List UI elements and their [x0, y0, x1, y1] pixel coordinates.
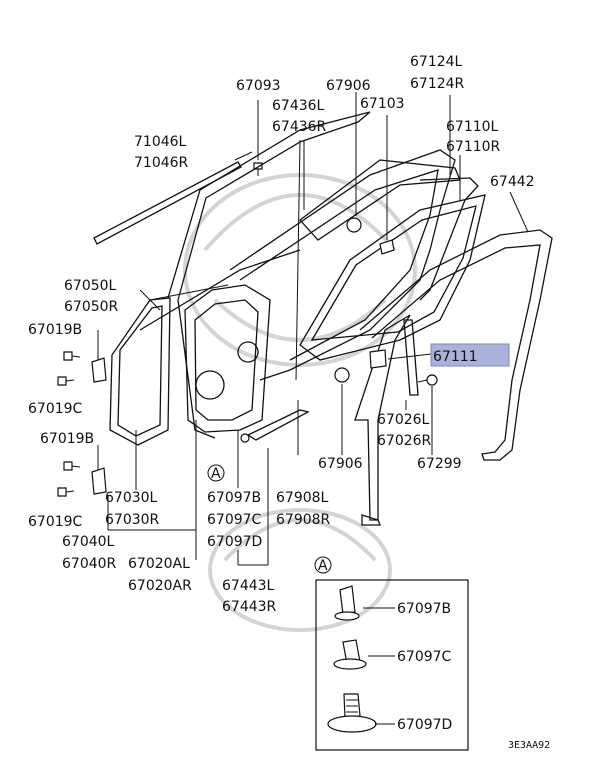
detail-marker-a: A	[318, 558, 328, 574]
label-67019C-2: 67019C	[28, 514, 83, 530]
label-67050R: 67050R	[64, 299, 119, 315]
hinges	[91, 357, 107, 495]
label-71046L: 71046L	[134, 134, 187, 150]
label-67026L: 67026L	[377, 412, 430, 428]
channel-bracket-67026	[403, 319, 419, 396]
lower-channel	[354, 314, 411, 526]
label-67443L: 67443L	[222, 578, 275, 594]
label-67097D: 67097D	[207, 534, 262, 550]
label-67443R: 67443R	[222, 599, 277, 615]
label-67906-bottom: 67906	[318, 456, 363, 472]
label-67442: 67442	[490, 174, 535, 190]
clip-detail-box	[315, 579, 469, 751]
label-67103: 67103	[360, 96, 405, 112]
label-67110L: 67110L	[446, 119, 499, 135]
label-67436L: 67436L	[272, 98, 325, 114]
clip-67097D-drawing	[327, 693, 377, 733]
label-67020AL: 67020AL	[128, 556, 190, 572]
clip-67097C-drawing	[333, 639, 367, 670]
label-67019B-2: 67019B	[40, 431, 94, 447]
part-labels: 67093 67906 67103 67124L 67124R 67436L 6…	[28, 54, 550, 751]
label-67097B: 67097B	[207, 490, 261, 506]
detail-label-67097B: 67097B	[397, 601, 451, 617]
bolts-67019	[57, 351, 81, 497]
label-67030L: 67030L	[105, 490, 158, 506]
part-highlight-box	[430, 343, 510, 367]
label-67124R: 67124R	[410, 76, 465, 92]
leader-lines	[97, 92, 529, 725]
label-67020AR: 67020AR	[128, 578, 192, 594]
label-67110R: 67110R	[446, 139, 501, 155]
label-67030R: 67030R	[105, 512, 160, 528]
detail-label-67097C: 67097C	[397, 649, 452, 665]
drawing-code: 3E3AA92	[508, 740, 550, 751]
label-67019C-1: 67019C	[28, 401, 83, 417]
detail-marker-a-circle	[314, 556, 332, 574]
label-67019B-1: 67019B	[28, 322, 82, 338]
label-67040R: 67040R	[62, 556, 117, 572]
door-glass	[299, 194, 486, 361]
detail-label-67097D: 67097D	[397, 717, 452, 733]
label-67097C: 67097C	[207, 512, 262, 528]
label-67908L: 67908L	[276, 490, 329, 506]
label-71046R: 71046R	[134, 155, 189, 171]
label-67906-top: 67906	[326, 78, 371, 94]
bolt-67299	[417, 374, 438, 386]
weatherstrip	[359, 229, 553, 461]
label-67436R: 67436R	[272, 119, 327, 135]
clip-67103	[379, 239, 395, 255]
label-67093: 67093	[236, 78, 281, 94]
grommet-67906	[334, 217, 362, 383]
label-67040L: 67040L	[62, 534, 115, 550]
label-67908R: 67908R	[276, 512, 331, 528]
label-67299: 67299	[417, 456, 462, 472]
inner-seal-strip	[240, 409, 310, 443]
belt-moulding	[93, 151, 253, 245]
clip-67097B-drawing	[334, 585, 360, 621]
bracket-67111	[369, 349, 387, 369]
label-67111: 67111	[433, 349, 478, 365]
marker-a-circle	[207, 464, 225, 482]
label-67050L: 67050L	[64, 278, 117, 294]
label-67124L: 67124L	[410, 54, 463, 70]
marker-a: A	[211, 466, 221, 482]
label-67026R: 67026R	[377, 433, 432, 449]
